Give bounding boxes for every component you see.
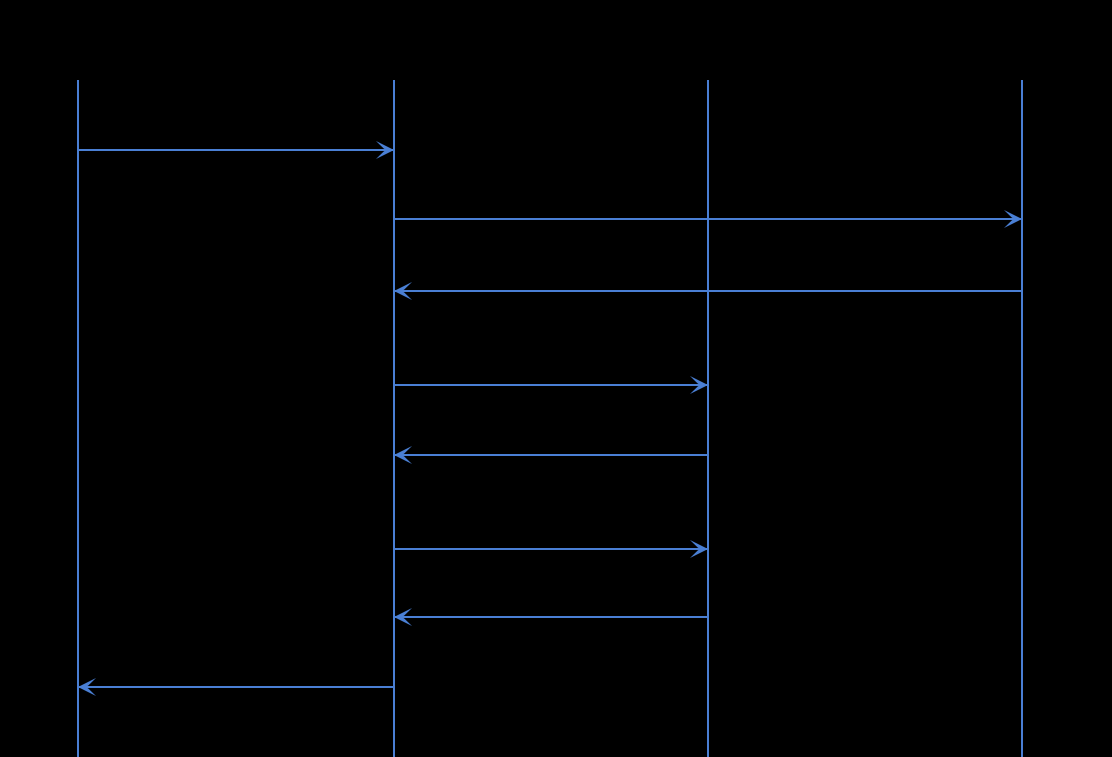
lifelines-layer — [77, 80, 1023, 757]
message-arrowhead-bottom-8 — [78, 687, 96, 696]
message-arrowhead-top-8 — [78, 678, 96, 687]
message-arrowhead-bottom-4 — [690, 385, 708, 394]
message-arrowhead-bottom-5 — [394, 455, 412, 464]
message-7 — [394, 608, 708, 626]
message-arrowhead-top-3 — [394, 282, 412, 291]
message-arrowhead-bottom-6 — [690, 549, 708, 558]
messages-layer — [78, 141, 1022, 696]
message-arrowhead-bottom-7 — [394, 617, 412, 626]
message-arrowhead-top-2 — [1004, 210, 1022, 219]
message-arrowhead-top-7 — [394, 608, 412, 617]
message-6 — [394, 540, 708, 558]
message-arrowhead-bottom-3 — [394, 291, 412, 300]
message-arrowhead-bottom-1 — [376, 150, 394, 159]
message-8 — [78, 678, 394, 696]
message-4 — [394, 376, 708, 394]
message-3 — [394, 282, 1022, 300]
message-arrowhead-top-5 — [394, 446, 412, 455]
message-5 — [394, 446, 708, 464]
message-arrowhead-bottom-2 — [1004, 219, 1022, 228]
message-2 — [394, 210, 1022, 228]
message-1 — [78, 141, 394, 159]
message-arrowhead-top-1 — [376, 141, 394, 150]
message-arrowhead-top-6 — [690, 540, 708, 549]
message-arrowhead-top-4 — [690, 376, 708, 385]
